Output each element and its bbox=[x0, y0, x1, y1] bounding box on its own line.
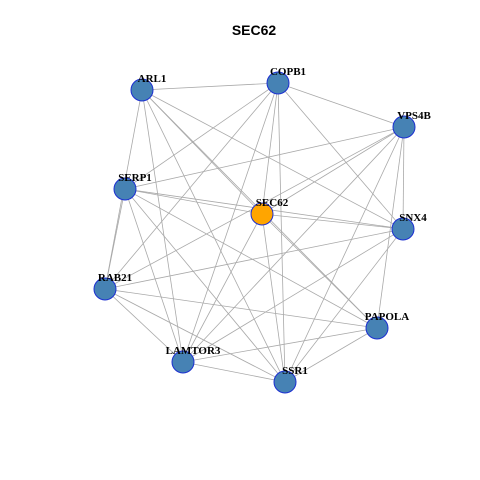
edge-sec62-ssr1 bbox=[261, 213, 286, 383]
edge-vps4b-lamtor3 bbox=[182, 126, 405, 363]
node-copb1[interactable] bbox=[266, 71, 290, 95]
edge-sec62-papola bbox=[261, 213, 378, 329]
edge-serp1-rab21 bbox=[104, 188, 126, 290]
node-snx4[interactable] bbox=[391, 217, 415, 241]
edge-copb1-snx4 bbox=[277, 82, 404, 230]
edge-papola-ssr1 bbox=[284, 327, 378, 383]
node-arl1[interactable] bbox=[130, 78, 154, 102]
edge-copb1-rab21 bbox=[104, 82, 279, 290]
node-label-sec62: SEC62 bbox=[256, 197, 289, 209]
edge-lamtor3-ssr1 bbox=[182, 361, 286, 383]
edge-sec62-snx4 bbox=[261, 213, 404, 230]
node-serp1[interactable] bbox=[113, 177, 137, 201]
edge-snx4-lamtor3 bbox=[182, 228, 404, 363]
node-label-snx4: SNX4 bbox=[399, 212, 427, 224]
edge-sec62-lamtor3 bbox=[182, 213, 263, 363]
diagram-title: SEC62 bbox=[232, 22, 277, 38]
edge-vps4b-serp1 bbox=[124, 126, 405, 190]
node-ssr1[interactable] bbox=[273, 370, 297, 394]
edge-papola-lamtor3 bbox=[182, 327, 378, 363]
edge-serp1-papola bbox=[124, 188, 378, 329]
node-label-rab21: RAB21 bbox=[98, 272, 132, 284]
node-rab21[interactable] bbox=[93, 277, 117, 301]
node-label-vps4b: VPS4B bbox=[397, 110, 431, 122]
edge-rab21-papola bbox=[104, 288, 378, 329]
edge-arl1-lamtor3 bbox=[141, 89, 184, 363]
edge-arl1-copb1 bbox=[141, 82, 279, 91]
edge-rab21-lamtor3 bbox=[104, 288, 184, 363]
edge-serp1-lamtor3 bbox=[124, 188, 184, 363]
edges-layer bbox=[104, 82, 405, 383]
nodes-layer bbox=[93, 71, 416, 394]
edge-snx4-ssr1 bbox=[284, 228, 404, 383]
edge-vps4b-ssr1 bbox=[284, 126, 405, 383]
edge-serp1-ssr1 bbox=[124, 188, 286, 383]
node-vps4b[interactable] bbox=[392, 115, 416, 139]
edge-snx4-rab21 bbox=[104, 228, 404, 290]
edge-arl1-snx4 bbox=[141, 89, 404, 230]
edge-copb1-ssr1 bbox=[277, 82, 286, 383]
edge-serp1-sec62 bbox=[124, 188, 263, 215]
node-papola[interactable] bbox=[365, 316, 389, 340]
node-label-arl1: ARL1 bbox=[138, 73, 167, 85]
node-label-serp1: SERP1 bbox=[118, 172, 152, 184]
edge-vps4b-sec62 bbox=[261, 126, 405, 215]
edge-vps4b-snx4 bbox=[402, 126, 405, 230]
edge-copb1-sec62 bbox=[261, 82, 279, 215]
node-label-copb1: COPB1 bbox=[270, 66, 306, 78]
edge-arl1-ssr1 bbox=[141, 89, 286, 383]
edge-copb1-serp1 bbox=[124, 82, 279, 190]
edge-copb1-vps4b bbox=[277, 82, 405, 128]
node-lamtor3[interactable] bbox=[171, 350, 195, 374]
node-label-lamtor3: LAMTOR3 bbox=[166, 345, 221, 357]
edge-copb1-lamtor3 bbox=[182, 82, 279, 363]
node-label-papola: PAPOLA bbox=[365, 311, 409, 323]
node-label-ssr1: SSR1 bbox=[282, 365, 308, 377]
node-sec62[interactable] bbox=[250, 202, 274, 226]
edge-rab21-ssr1 bbox=[104, 288, 286, 383]
